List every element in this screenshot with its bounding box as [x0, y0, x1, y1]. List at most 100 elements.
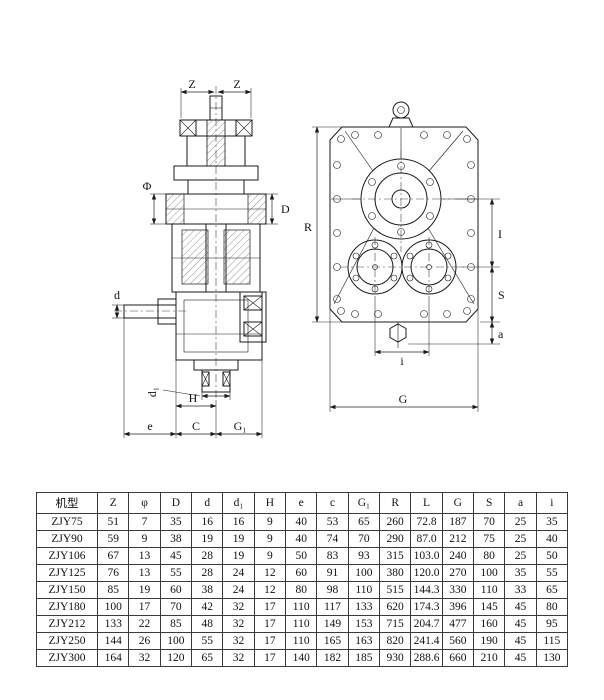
- value-cell: 7: [128, 513, 161, 531]
- column-header: 机型: [35, 492, 99, 514]
- dim-label-I: I: [498, 227, 502, 241]
- value-cell: 190: [472, 632, 506, 650]
- value-cell: 59: [97, 530, 130, 548]
- value-cell: 87.0: [410, 530, 443, 548]
- value-cell: 174.3: [410, 598, 443, 616]
- value-cell: 45: [504, 632, 537, 650]
- top-bore-bolts: [368, 162, 434, 236]
- value-cell: 17: [253, 615, 287, 633]
- value-cell: 17: [253, 649, 287, 667]
- value-cell: 110: [285, 615, 318, 633]
- dim-label-G1: G₁: [234, 419, 247, 433]
- value-cell: 477: [441, 615, 475, 633]
- value-cell: 115: [535, 632, 569, 650]
- value-cell: 149: [316, 615, 349, 633]
- column-header: φ: [128, 492, 161, 514]
- value-cell: 65: [191, 649, 224, 667]
- lower-bore-bolts: [352, 241, 452, 293]
- value-cell: 144: [97, 632, 130, 650]
- dim-label-phi: Φ: [143, 179, 152, 193]
- value-cell: 42: [191, 598, 224, 616]
- value-cell: 48: [191, 615, 224, 633]
- model-cell: ZJY212: [35, 615, 99, 633]
- value-cell: 100: [472, 564, 506, 582]
- value-cell: 35: [159, 513, 193, 531]
- value-cell: 85: [97, 581, 130, 599]
- dim-label-z-left: Z: [188, 77, 195, 91]
- value-cell: 100: [347, 564, 381, 582]
- value-cell: 24: [222, 581, 255, 599]
- model-cell: ZJY300: [35, 649, 99, 667]
- value-cell: 715: [379, 615, 412, 633]
- value-cell: 65: [535, 581, 569, 599]
- value-cell: 24: [222, 564, 255, 582]
- value-cell: 145: [472, 598, 506, 616]
- value-cell: 76: [97, 564, 130, 582]
- value-cell: 212: [441, 530, 475, 548]
- dim-label-D: D: [281, 202, 290, 216]
- value-cell: 17: [128, 598, 161, 616]
- column-header: D: [159, 492, 193, 514]
- model-cell: ZJY75: [35, 513, 99, 531]
- value-cell: 100: [159, 632, 193, 650]
- value-cell: 60: [285, 564, 318, 582]
- dim-label-H: H: [189, 391, 198, 405]
- value-cell: 93: [347, 547, 381, 565]
- value-cell: 110: [472, 581, 506, 599]
- value-cell: 40: [285, 530, 318, 548]
- value-cell: 35: [504, 564, 537, 582]
- value-cell: 72.8: [410, 513, 443, 531]
- value-cell: 67: [97, 547, 130, 565]
- value-cell: 19: [128, 581, 161, 599]
- value-cell: 35: [535, 513, 569, 531]
- value-cell: 75: [472, 530, 506, 548]
- value-cell: 45: [504, 649, 537, 667]
- value-cell: 98: [316, 581, 349, 599]
- value-cell: 120.0: [410, 564, 443, 582]
- value-cell: 110: [285, 632, 318, 650]
- value-cell: 153: [347, 615, 381, 633]
- value-cell: 25: [504, 530, 537, 548]
- value-cell: 70: [347, 530, 381, 548]
- value-cell: 396: [441, 598, 475, 616]
- value-cell: 51: [97, 513, 130, 531]
- value-cell: 9: [253, 530, 287, 548]
- column-header: a: [504, 492, 537, 514]
- value-cell: 80: [472, 547, 506, 565]
- value-cell: 515: [379, 581, 412, 599]
- value-cell: 330: [441, 581, 475, 599]
- value-cell: 140: [285, 649, 318, 667]
- column-header: G₁: [347, 492, 381, 514]
- dim-label-z-right: Z: [233, 77, 240, 91]
- value-cell: 620: [379, 598, 412, 616]
- value-cell: 45: [159, 547, 193, 565]
- dim-label-G: G: [399, 392, 408, 406]
- column-header: G: [441, 492, 475, 514]
- value-cell: 260: [379, 513, 412, 531]
- value-cell: 70: [159, 598, 193, 616]
- value-cell: 110: [285, 598, 318, 616]
- value-cell: 50: [535, 547, 569, 565]
- section-view: Z Z: [112, 77, 290, 438]
- value-cell: 32: [128, 649, 161, 667]
- front-view: R I S a i G: [304, 101, 505, 412]
- value-cell: 12: [253, 581, 287, 599]
- model-cell: ZJY250: [35, 632, 99, 650]
- value-cell: 380: [379, 564, 412, 582]
- value-cell: 165: [316, 632, 349, 650]
- value-cell: 315: [379, 547, 412, 565]
- value-cell: 16: [222, 513, 255, 531]
- value-cell: 38: [191, 581, 224, 599]
- value-cell: 120: [159, 649, 193, 667]
- value-cell: 9: [128, 530, 161, 548]
- value-cell: 32: [222, 598, 255, 616]
- value-cell: 19: [222, 547, 255, 565]
- value-cell: 17: [253, 598, 287, 616]
